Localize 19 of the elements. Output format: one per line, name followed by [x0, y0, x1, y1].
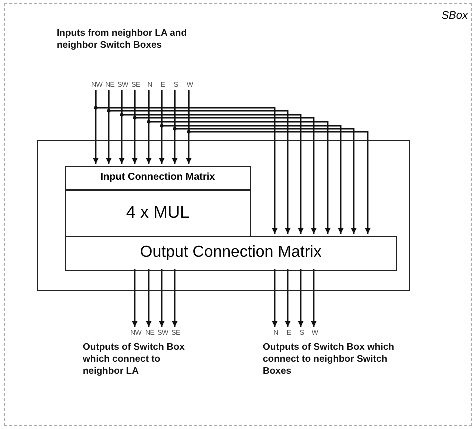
- caption-text: Outputs of Switch Box which connect to neighbor LA: [83, 342, 186, 378]
- block-title: Input Connection Matrix: [100, 171, 216, 185]
- arrow: [132, 269, 138, 327]
- matrix-box: [65, 166, 251, 190]
- caption-text: Outputs of Switch Box which connect to neighbor Switch Boxes: [263, 342, 396, 378]
- matrix-box: [65, 236, 397, 271]
- arrow: [311, 269, 317, 327]
- module-box: [37, 140, 410, 291]
- block-title: Output Connection Matrix: [139, 243, 323, 263]
- block-title: 4 x MUL: [125, 202, 191, 224]
- arrow: [172, 269, 178, 327]
- arrow: [272, 269, 278, 327]
- frame-title: SBox: [442, 10, 468, 22]
- arrow: [146, 269, 152, 327]
- arrow: [298, 269, 304, 327]
- arrow: [285, 269, 291, 327]
- multiplexer-box: [65, 190, 251, 237]
- caption-text: Inputs from neighbor LA and neighbor Switch Boxes: [57, 28, 188, 52]
- arrow: [159, 269, 165, 327]
